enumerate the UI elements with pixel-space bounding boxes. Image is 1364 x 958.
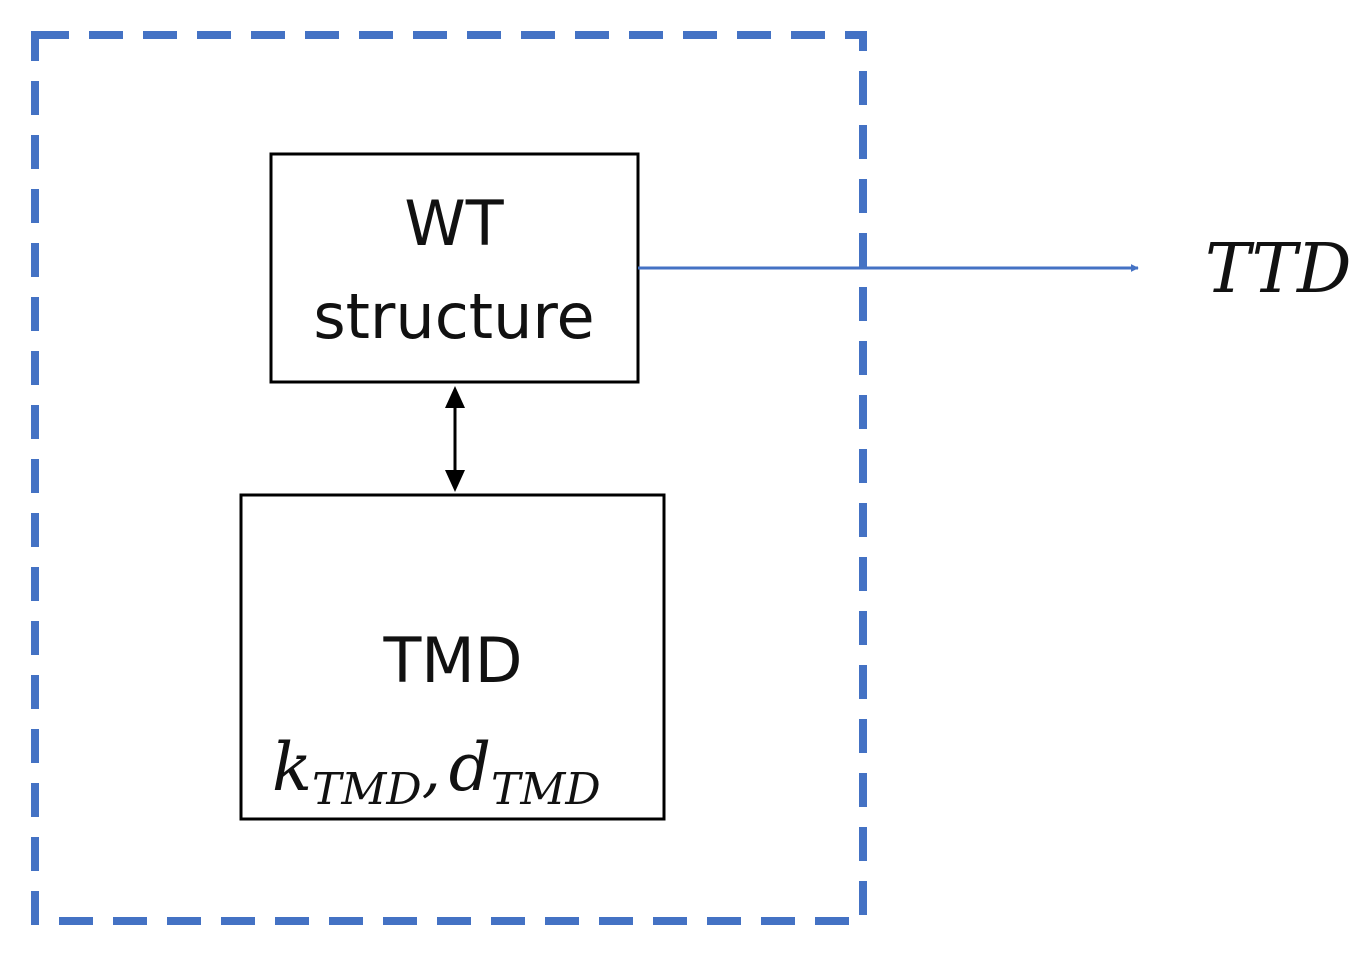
system-boundary: [31, 31, 867, 925]
tmd-box: [239, 493, 666, 821]
param-k: k: [272, 729, 312, 806]
tmd-parameters: kTMD,dTMD: [272, 729, 601, 815]
param-separator: ,: [422, 735, 441, 805]
param-d-subscript: TMD: [491, 764, 601, 815]
wt-structure-label-line2: structure: [313, 280, 594, 353]
coupling-arrow-head-down: [445, 470, 465, 492]
param-k-subscript: TMD: [312, 764, 422, 815]
wt-structure-label-line1: WT: [404, 187, 504, 260]
param-d: d: [449, 729, 491, 806]
coupling-arrow-head-up: [445, 386, 465, 408]
wt-structure-box: [269, 152, 640, 384]
tmd-label: TMD: [382, 624, 522, 697]
output-label-ttd: TTD: [1205, 230, 1352, 309]
